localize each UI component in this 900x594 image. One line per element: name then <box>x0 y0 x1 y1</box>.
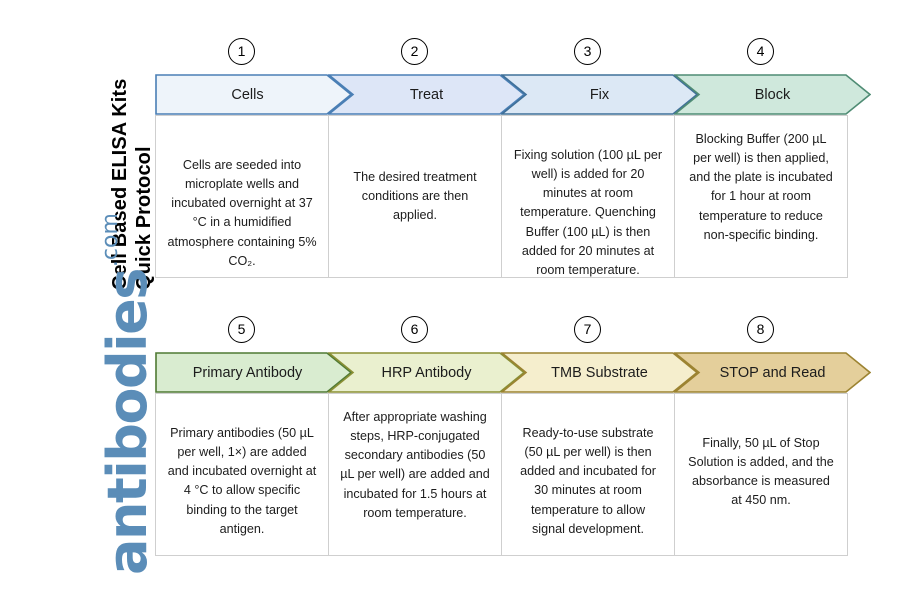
step-description-cell-6: After appropriate washing steps, HRP-con… <box>328 393 502 556</box>
brand-watermark: antibodies.com <box>0 213 160 585</box>
body-band-1: Cells are seeded into microplate wells a… <box>155 115 848 278</box>
chevron-band-2: Primary Antibody HRP Antibody TMB Substrat… <box>155 352 871 393</box>
step-label-1: Cells <box>231 86 264 103</box>
brand-name: antibodies <box>96 269 159 575</box>
step-number-band-2: 5 6 7 8 <box>155 308 845 352</box>
step-label-7: TMB Substrate <box>551 364 648 381</box>
step-label-3: Fix <box>589 86 610 103</box>
step-description-3: Fixing solution (100 µL per well) is add… <box>513 148 663 277</box>
protocol-row-2: 5 6 7 8 Primary Antibody HRP Antibody TMB Sub… <box>155 308 871 556</box>
step-label-5: Primary Antibody <box>192 364 303 381</box>
step-chevron-5[interactable]: Primary Antibody <box>155 352 352 393</box>
protocol-row-1: 1 2 3 4 Cells Treat Fix Block Cells are seeded… <box>155 30 871 278</box>
step-description-cell-4: Blocking Buffer (200 µL per well) is the… <box>674 115 848 278</box>
step-number-8: 8 <box>747 316 774 343</box>
step-chevron-7[interactable]: TMB Substrate <box>501 352 698 393</box>
step-label-8: STOP and Read <box>719 364 826 381</box>
step-description-8: Finally, 50 µL of Stop Solution is added… <box>688 436 834 508</box>
step-chevron-3[interactable]: Fix <box>501 74 698 115</box>
step-description-cell-8: Finally, 50 µL of Stop Solution is added… <box>674 393 848 556</box>
chevron-band-1: Cells Treat Fix Block <box>155 74 871 115</box>
step-number-4: 4 <box>747 38 774 65</box>
step-chevron-2[interactable]: Treat <box>328 74 525 115</box>
step-description-7: Ready-to-use substrate (50 µL per well) … <box>520 426 656 536</box>
step-number-2: 2 <box>401 38 428 65</box>
step-description-2: The desired treatment conditions are the… <box>340 126 490 267</box>
step-description-1: Cells are seeded into microplate wells a… <box>167 158 317 268</box>
step-chevron-6[interactable]: HRP Antibody <box>328 352 525 393</box>
step-description-6: After appropriate washing steps, HRP-con… <box>340 410 490 520</box>
step-chevron-4[interactable]: Block <box>674 74 871 115</box>
step-description-cell-7: Ready-to-use substrate (50 µL per well) … <box>501 393 675 556</box>
step-number-7: 7 <box>574 316 601 343</box>
body-band-2: Primary antibodies (50 µL per well, 1×) … <box>155 393 848 556</box>
step-description-cell-3: Fixing solution (100 µL per well) is add… <box>501 115 675 278</box>
step-description-cell-1: Cells are seeded into microplate wells a… <box>155 115 329 278</box>
step-description-4: Blocking Buffer (200 µL per well) is the… <box>689 132 833 242</box>
step-description-5: Primary antibodies (50 µL per well, 1×) … <box>167 426 317 536</box>
step-number-5: 5 <box>228 316 255 343</box>
brand-tld: .com <box>98 213 123 268</box>
step-chevron-8[interactable]: STOP and Read <box>674 352 871 393</box>
step-number-3: 3 <box>574 38 601 65</box>
step-label-6: HRP Antibody <box>381 364 472 381</box>
step-chevron-1[interactable]: Cells <box>155 74 352 115</box>
step-label-2: Treat <box>409 86 444 103</box>
step-label-4: Block <box>754 86 791 103</box>
step-description-cell-2: The desired treatment conditions are the… <box>328 115 502 278</box>
step-number-1: 1 <box>228 38 255 65</box>
step-number-band-1: 1 2 3 4 <box>155 30 845 74</box>
step-description-cell-5: Primary antibodies (50 µL per well, 1×) … <box>155 393 329 556</box>
step-number-6: 6 <box>401 316 428 343</box>
step-description-text-2: The desired treatment conditions are the… <box>353 169 477 223</box>
